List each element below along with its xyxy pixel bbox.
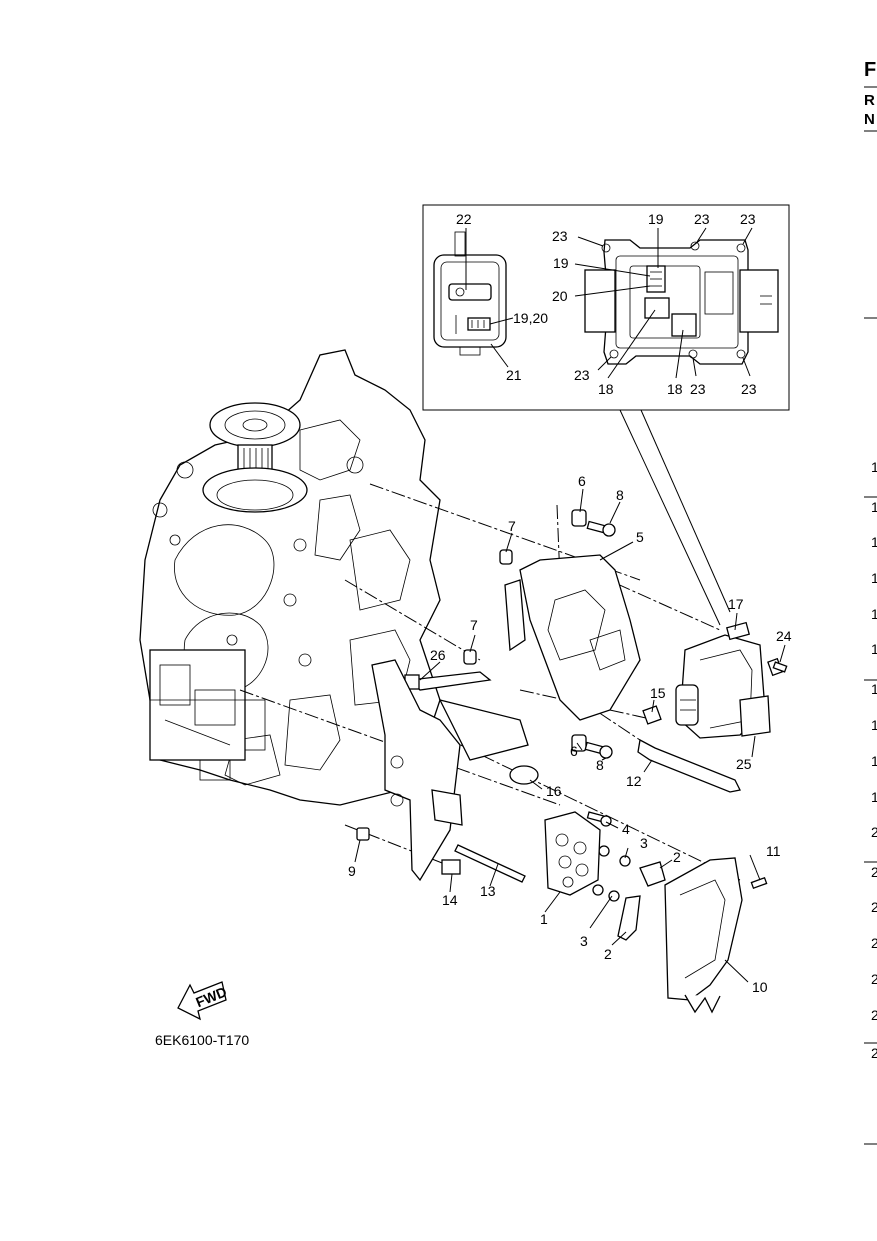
margin-header-n: N xyxy=(864,111,875,128)
inset-callout-23: 23 xyxy=(694,211,710,227)
inset-callout-23: 23 xyxy=(741,381,757,397)
inset-callout-23: 23 xyxy=(574,367,590,383)
margin-number: 1 xyxy=(871,717,877,733)
margin-header-r: R xyxy=(864,92,875,109)
fwd-arrow-icon: FWD xyxy=(177,981,229,1021)
inset-callout-23: 23 xyxy=(690,381,706,397)
margin-number: 1 xyxy=(871,459,877,475)
margin-number: 2 xyxy=(871,935,877,951)
inset-callout-19-20: 19,20 xyxy=(513,310,548,326)
callout-11: 11 xyxy=(766,843,781,859)
part-10-cover xyxy=(664,857,743,1014)
callout-12: 12 xyxy=(626,773,642,789)
callout-26: 26 xyxy=(430,647,446,663)
margin-number: 2 xyxy=(871,824,877,840)
margin-number: 1 xyxy=(871,534,877,550)
margin-number: 2 xyxy=(871,899,877,915)
inset-callout-22: 22 xyxy=(456,211,472,227)
inset-callout-23: 23 xyxy=(740,211,756,227)
margin-number: 1 xyxy=(871,753,877,769)
margin-number: 1 xyxy=(871,570,877,586)
inset-detail: 22 19,20 21 19 23 23 23 19 20 23 18 18 2… xyxy=(422,204,790,411)
margin-number: 1 xyxy=(871,606,877,622)
margin-number: 1 xyxy=(871,681,877,697)
callout-3: 3 xyxy=(580,933,588,949)
margin-number: 1 xyxy=(871,499,877,515)
right-margin: F R N 1 1 1 1 1 1 1 1 1 1 2 2 2 2 2 2 2 xyxy=(864,59,877,1145)
mounting-bracket xyxy=(371,659,529,882)
callout-15: 15 xyxy=(650,685,666,701)
ecm-plate-view xyxy=(584,239,779,365)
callout-13: 13 xyxy=(480,883,496,899)
part-1-rectifier xyxy=(544,811,601,896)
inset-callout-19: 19 xyxy=(553,255,569,271)
engine-block xyxy=(139,349,441,806)
callout-9: 9 xyxy=(348,863,356,879)
small-fasteners xyxy=(356,509,788,941)
margin-number: 2 xyxy=(871,1007,877,1023)
callout-7: 7 xyxy=(508,518,516,534)
callout-7: 7 xyxy=(470,617,478,633)
margin-number: 1 xyxy=(871,789,877,805)
inset-callout-18: 18 xyxy=(667,381,683,397)
margin-header-f: F xyxy=(864,59,876,81)
inset-callout-23: 23 xyxy=(552,228,568,244)
margin-number: 1 xyxy=(871,641,877,657)
callout-4: 4 xyxy=(622,821,630,837)
diagram-code: 6EK6100-T170 xyxy=(155,1032,249,1048)
callout-10: 10 xyxy=(752,979,768,995)
callout-25: 25 xyxy=(736,756,752,772)
inset-callout-20: 20 xyxy=(552,288,568,304)
callout-8: 8 xyxy=(596,757,604,773)
inset-callout-18: 18 xyxy=(598,381,614,397)
callout-16: 16 xyxy=(546,783,562,799)
callout-24: 24 xyxy=(776,628,792,644)
inset-callout-19: 19 xyxy=(648,211,664,227)
inset-callout-21: 21 xyxy=(506,367,522,383)
callout-2: 2 xyxy=(604,946,612,962)
callout-1: 1 xyxy=(540,911,548,927)
callout-2: 2 xyxy=(673,849,681,865)
callout-6: 6 xyxy=(570,743,578,759)
margin-number: 2 xyxy=(871,1045,877,1061)
callout-6: 6 xyxy=(578,473,586,489)
callout-17: 17 xyxy=(728,596,744,612)
part-25-label xyxy=(739,695,771,737)
margin-number: 2 xyxy=(871,971,877,987)
callout-14: 14 xyxy=(442,892,458,908)
margin-number: 2 xyxy=(871,864,877,880)
callout-5: 5 xyxy=(636,529,644,545)
connector-front-view xyxy=(433,231,507,356)
part-5-bracket xyxy=(504,554,641,721)
callout-3: 3 xyxy=(640,835,648,851)
callout-8: 8 xyxy=(616,487,624,503)
